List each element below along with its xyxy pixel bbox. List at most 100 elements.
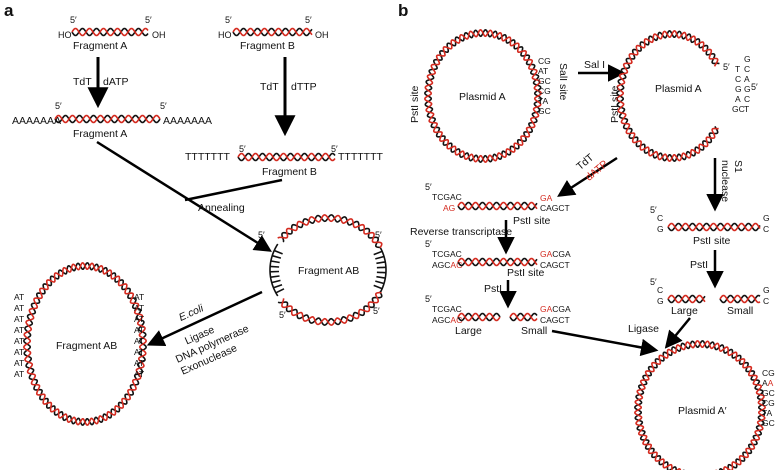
seq-ag-red: AG	[450, 315, 462, 325]
fragment-ab-annealed: Fragment AB 5′ 5′ 5′ 5′	[258, 214, 387, 326]
seq-g: G	[763, 213, 770, 223]
reverse-transcriptase-label: Reverse transcriptase	[410, 226, 512, 238]
sal-i-label: Sal I	[584, 59, 605, 71]
s1-label: S1	[732, 160, 744, 173]
dna-strand-red	[457, 257, 538, 267]
small-label: Small	[727, 305, 753, 317]
tdt-label: TdT	[260, 81, 279, 93]
seq-at: AT	[538, 66, 548, 76]
oh-label: OH	[152, 30, 166, 40]
at-pair-label: AT	[14, 358, 24, 368]
fragment-a-tailed: 5′ 5′ AAAAAAA AAAAAAA Fragment A	[12, 101, 212, 140]
sali-site-label: SalI site	[557, 63, 569, 101]
fragment-a-top: 5′ 5′ HO OH Fragment A	[58, 15, 166, 52]
base-tick	[275, 288, 285, 294]
psti-label: PstI	[690, 259, 708, 271]
base-tick	[273, 283, 283, 289]
seq-ag-red: AG	[450, 260, 462, 270]
dna-ring-final	[23, 262, 147, 426]
at-pair-label: AT	[14, 347, 24, 357]
seq-g: G	[657, 224, 664, 234]
seq-a: A	[744, 74, 750, 84]
seq-gacga: GACGA	[540, 249, 571, 259]
seq-ta: TA	[762, 408, 773, 418]
base-tick	[270, 260, 280, 264]
dna-strand-black	[232, 27, 313, 37]
at-pair-label: AT	[134, 369, 144, 379]
five-prime-label: 5′	[375, 230, 382, 240]
five-prime-label: 5′	[425, 182, 432, 192]
seq-g: G	[735, 84, 742, 94]
seq-tcgac: TCGAC	[432, 249, 462, 259]
dna-large-right	[667, 294, 706, 304]
psti-site-label: PstI site	[409, 85, 421, 123]
five-prime-label: 5′	[373, 306, 380, 316]
at-pair-label: AT	[134, 314, 144, 324]
five-prime-label: 5′	[239, 144, 246, 154]
seq-c: C	[657, 285, 663, 295]
dna-small-right	[719, 294, 761, 304]
arrow-small-to-ligase	[551, 329, 659, 357]
ring-strand-red	[424, 29, 542, 163]
five-prime-label: 5′	[751, 82, 758, 92]
dna-strand-red	[509, 312, 538, 322]
panel-b-label: b	[398, 1, 408, 20]
five-prime-label: 5′	[425, 294, 432, 304]
at-pair-label: AT	[134, 292, 144, 302]
dna-strand-red	[71, 27, 149, 37]
nuclease-label: nuclease	[719, 160, 731, 202]
seq-gc: GC	[538, 106, 551, 116]
linear-rt-product: 5′ TCGAC AGCAG GACGA CAGCT PstI site	[425, 239, 571, 279]
seq-g: G	[763, 285, 770, 295]
seq-cagct: CAGCT	[540, 315, 570, 325]
psti-label: PstI	[484, 283, 502, 295]
single-strand	[379, 247, 387, 293]
ring-strand-red	[616, 30, 719, 162]
seq-c: C	[657, 213, 663, 223]
s1-nuclease-labels: S1 nuclease	[719, 160, 744, 202]
five-prime-label: 5′	[723, 62, 730, 72]
panel-a-label: a	[4, 1, 14, 20]
five-prime-label: 5′	[331, 144, 338, 154]
dna-strand-red	[457, 312, 501, 322]
dna-strand-red	[667, 222, 761, 232]
dttp-label: dTTP	[291, 81, 317, 93]
dna-strand-red	[667, 294, 706, 304]
base-tick	[273, 249, 283, 255]
base-tick	[373, 250, 383, 256]
psti-site-label: PstI site	[609, 85, 621, 123]
seq-gc: GC	[762, 388, 775, 398]
psti-site-label: PstI site	[507, 267, 545, 279]
fragment-b-label: Fragment B	[240, 40, 295, 52]
at-pair-label: AT	[134, 347, 144, 357]
poly-t-tail: TTTTTTT	[338, 151, 383, 163]
dna-strand-red	[457, 201, 538, 211]
five-prime-label: 5′	[258, 230, 265, 240]
dna-strand-red	[719, 294, 761, 304]
seq-c: C	[763, 224, 769, 234]
fragment-a-label: Fragment A	[73, 40, 127, 52]
poly-a-tail: AAAAAAA	[12, 115, 61, 127]
seq-cagct: CAGCT	[540, 203, 570, 213]
at-pair-label: AT	[14, 369, 24, 379]
large-label: Large	[671, 305, 698, 317]
psti-site-label: PstI site	[513, 215, 551, 227]
dna-linear-1	[457, 201, 538, 211]
seq-ga: GA	[540, 193, 553, 203]
seq-gacga: GACGA	[540, 304, 571, 314]
five-prime-label: 5′	[70, 15, 77, 25]
arrow-tdt	[557, 156, 618, 197]
fragment-b-top: 5′ 5′ HO OH Fragment B	[218, 15, 329, 52]
at-pair-label: AT	[14, 336, 24, 346]
at-pair-label: AT	[14, 292, 24, 302]
seq-ta: AA	[762, 378, 774, 388]
at-pair-label: AT	[134, 325, 144, 335]
seq-cagct: CAGCT	[540, 260, 570, 270]
line-annealing-b	[184, 178, 283, 202]
base-tick	[375, 280, 385, 285]
datp-label: dATP	[103, 76, 128, 88]
plasmid-a-prime-label: Plasmid A′	[678, 405, 727, 417]
dna-ring-plasmid-a	[424, 29, 542, 163]
dna-strand-red	[237, 152, 336, 162]
